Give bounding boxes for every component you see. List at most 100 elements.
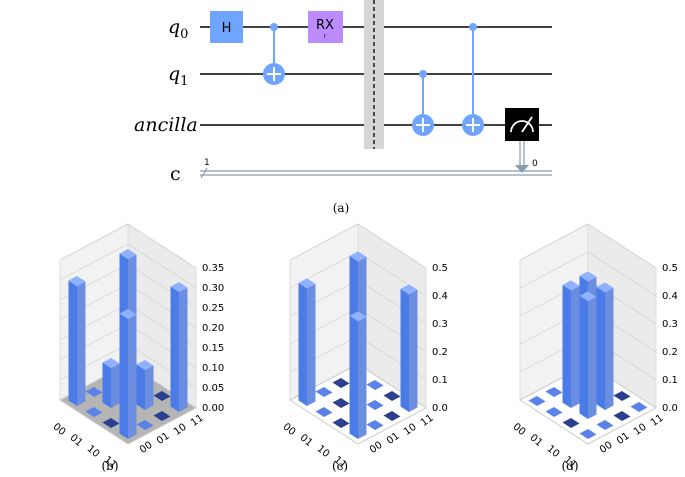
z-tick-label: 0.1 [662,375,678,386]
y-tick-label: 00 [138,440,155,456]
floor-tile [613,391,631,401]
bar-side-face [605,287,614,410]
z-tick-label: 0.0 [662,403,678,414]
wall-gridline [289,223,427,269]
y-tick-label: 10 [172,422,189,438]
chart-caption: (d) [561,459,578,473]
qubit-label-ancilla: ancilla [134,114,198,136]
x-tick-label: 01 [298,432,315,449]
floor-tile [332,418,350,428]
floor-tile [528,396,546,406]
z-tick-label: 0.30 [202,283,224,294]
chart-caption: (c) [332,459,348,473]
bar-top-face [349,251,367,262]
z-tick-label: 0.3 [662,319,678,330]
z-tick-label: 0.10 [202,363,224,374]
bar-top-face [579,291,597,302]
y-tick-label: 10 [632,422,649,438]
bar-side-face [588,296,597,419]
bar-front-face [562,284,571,408]
y-tick-label: 10 [402,422,419,438]
z-tick-label: 0.05 [202,383,224,394]
bar-side-face [358,316,367,439]
z-tick-label: 0.15 [202,343,224,354]
x-tick-label: 00 [281,421,298,438]
bar-front-face [68,280,77,406]
bar-side-face [571,285,580,408]
classical-bundle-slash [200,167,208,179]
measure-icon [505,108,539,141]
floor-tile [136,420,154,430]
floor-tile [579,429,597,439]
floor-tile [153,391,171,401]
chart-caption: (b) [101,459,118,473]
x-tick-label: 10 [545,443,562,460]
floor-tile [383,391,401,401]
qubit-label-q0: q0 [168,16,188,42]
floor-tile [596,420,614,430]
bar-top-face [562,280,580,291]
cx2-control-dot [419,70,427,78]
h-gate-label: H [222,21,232,36]
y-tick-label: 11 [649,413,666,429]
bar-top-face [596,282,614,293]
bar-side-face [128,314,137,439]
cx1-target-icon [263,63,285,85]
bar-side-face [145,365,154,410]
z-tick-label: 0.35 [202,263,224,274]
z-tick-label: 0.20 [202,323,224,334]
bar-top-face [102,358,120,368]
z-tick-label: 0.4 [662,291,678,302]
rx-gate-param: r [324,33,327,40]
bar-front-face [400,288,409,412]
floor-tile [332,398,350,408]
x-tick-label: 10 [315,443,332,460]
wall-gridline [59,243,197,289]
bar-side-face [111,363,120,408]
bar-top-face [349,311,367,322]
z-tick-label: 0.4 [432,291,448,302]
z-tick-label: 0.0 [432,403,448,414]
z-tick-label: 0.5 [432,263,448,274]
classical-label: c [170,163,181,185]
y-tick-label: 11 [419,413,436,429]
x-tick-label: 01 [68,432,85,449]
x-tick-label: 10 [85,443,102,460]
cx3-control-dot [469,23,477,31]
bar-front-face [136,364,145,410]
wall-gridline [519,223,657,269]
bar-top-face [136,360,154,370]
z-tick-label: 0.5 [662,263,678,274]
z-tick-label: 0.1 [432,375,448,386]
quantum-circuit: q0 q1 ancilla c 1 H RX r [134,0,552,215]
floor-tile [85,407,103,417]
bar-front-face [170,286,179,412]
y-tick-label: 01 [155,431,172,447]
floor-tile [153,411,171,421]
y-tick-label: 00 [368,440,385,456]
floor-tile [366,400,384,410]
bar-top-face [170,282,188,292]
y-tick-label: 00 [598,440,615,456]
floor-tile [366,420,384,430]
floor-tile [545,387,563,397]
rx-gate-label: RX [316,18,334,33]
wall-gridline [519,251,657,297]
floor-tile [613,411,631,421]
z-tick-label: 0.00 [202,403,224,414]
bar-top-face [298,278,316,289]
y-tick-label: 01 [385,431,402,447]
floor-tile [85,387,103,397]
z-tick-label: 0.25 [202,303,224,314]
x-tick-label: 01 [528,432,545,449]
caption-a: (a) [333,201,350,215]
rx-gate [308,11,343,43]
bar-front-face [349,315,358,439]
floor-tile [562,418,580,428]
bar-front-face [596,286,605,410]
h-gate [210,11,243,43]
floor-tile [102,418,120,428]
